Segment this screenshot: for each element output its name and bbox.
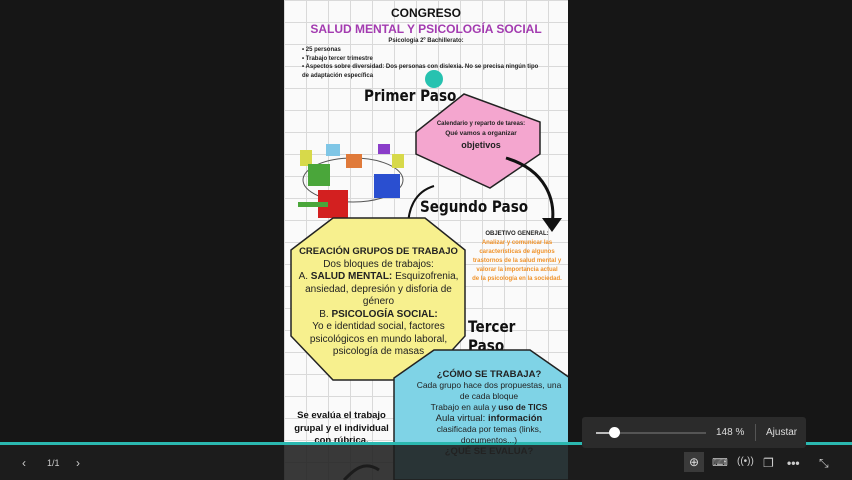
progress-line — [0, 442, 852, 445]
yellow-hexagon — [290, 217, 466, 381]
groups-illustration — [296, 140, 411, 220]
list-item: • Trabajo tercer trimestre — [302, 55, 373, 62]
step3-item: Trabajo en aula y uso de TICS — [430, 402, 548, 412]
zoom-slider-fill — [596, 432, 616, 434]
fit-button[interactable]: Ajustar — [766, 427, 798, 438]
zoom-popup: 148 % Ajustar — [582, 417, 806, 448]
zoom-icon[interactable]: ⊕ — [684, 452, 704, 472]
step3-line: Aula virtual: información — [435, 413, 543, 424]
info-list: • 25 personas • Trabajo tercer trimestre… — [302, 46, 542, 80]
step3-item: Cada grupo hace dos propuestas, una de c… — [416, 380, 562, 401]
cursor-indicator — [425, 70, 443, 88]
step3-box-title: ¿CÓMO SE TRABAJA? — [436, 369, 542, 380]
objective-title: OBJETIVO GENERAL: — [485, 231, 549, 237]
objective-text: Analizar y comunicar las características… — [472, 240, 562, 282]
step3-box-title2: ¿QUÉ SE EVALUA? — [444, 446, 534, 457]
zoom-slider[interactable] — [596, 432, 706, 434]
list-item: • 25 personas — [302, 47, 341, 53]
list-item: • Aspectos sobre diversidad: Dos persona… — [302, 64, 539, 79]
evaluation-text: Se evalúa el trabajo grupal y el individ… — [294, 410, 389, 446]
step1-box-item: objetivos — [461, 140, 501, 150]
more-icon[interactable]: ••• — [787, 456, 800, 470]
step1-heading: Primer Paso — [364, 86, 457, 105]
pink-hexagon — [415, 93, 541, 189]
window-icon[interactable]: ❐ — [763, 456, 774, 470]
doc-subtitle: SALUD MENTAL Y PSICOLOGÍA SOCIAL — [310, 22, 542, 36]
step1-box-item: Qué vamos a organizar — [445, 130, 517, 137]
zoom-value: 148 % — [716, 427, 745, 438]
step3-box: ¿CÓMO SE TRABAJA? Cada grupo hace dos pr… — [414, 369, 564, 457]
keyboard-icon[interactable]: ⌨ — [712, 457, 728, 469]
next-page-icon[interactable]: › — [76, 456, 80, 470]
divider — [755, 424, 756, 441]
broadcast-icon[interactable]: ((•)) — [737, 456, 754, 467]
step2-box-line: Dos bloques de trabajos: — [323, 258, 434, 270]
prev-page-icon[interactable]: ‹ — [22, 456, 26, 470]
step1-box-title: Calendario y reparto de tareas: — [436, 121, 526, 127]
document-page: CONGRESO SALUD MENTAL Y PSICOLOGÍA SOCIA… — [284, 0, 568, 480]
block-b: B. PSICOLOGÍA SOCIAL:Yo e identidad soci… — [309, 308, 448, 358]
step3-line: clasificada por temas (links, documentos… — [436, 424, 542, 445]
block-a: A. SALUD MENTAL: Esquizofrenia, ansiedad… — [298, 271, 459, 307]
bottom-toolbar — [0, 445, 852, 480]
zoom-slider-handle[interactable] — [609, 427, 620, 438]
step2-heading: Segundo Paso — [420, 197, 529, 216]
doc-title: CONGRESO — [390, 6, 461, 20]
page-indicator: 1/1 — [47, 458, 60, 468]
doc-course: Psicología 2º Bachillerato: — [388, 38, 464, 44]
step2-box: CREACIÓN GRUPOS DE TRABAJO Dos bloques d… — [296, 246, 461, 359]
step2-box-title: CREACIÓN GRUPOS DE TRABAJO — [299, 246, 458, 257]
exit-fullscreen-icon[interactable]: ⤡ — [819, 456, 829, 470]
